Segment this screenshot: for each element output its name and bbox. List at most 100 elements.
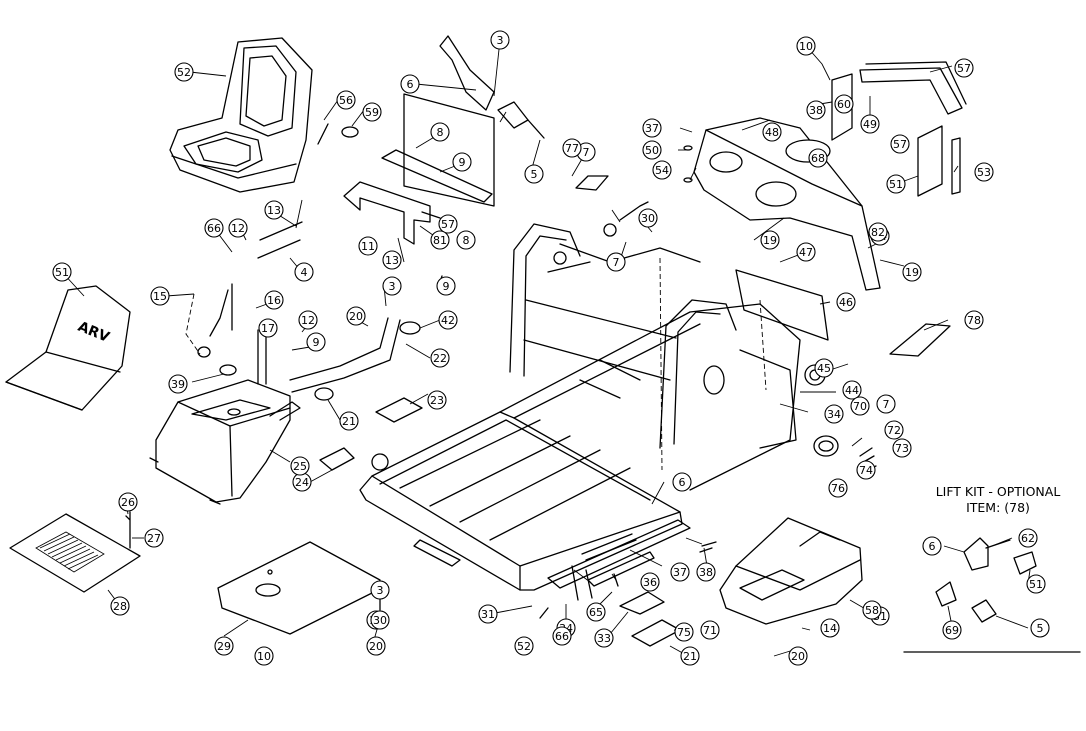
callout-label: 5 [1037,622,1044,635]
callout-57: 57 [954,58,974,78]
callout-label: 7 [883,398,890,411]
callout-75: 75 [674,622,694,642]
callout-27: 27 [144,528,164,548]
callout-57: 57 [438,214,458,234]
callout-29: 29 [214,636,234,656]
callout-74: 74 [856,460,876,480]
callout-label: 76 [831,482,845,495]
callout-21: 21 [339,411,359,431]
rear-body [693,117,881,291]
callout-6: 6 [672,472,692,492]
callout-label: 25 [293,460,307,473]
lift-kit-title: LIFT KIT - OPTIONAL [936,484,1061,499]
callout-label: 38 [699,566,713,579]
callout-label: 75 [677,626,691,639]
callout-label: 57 [441,218,455,231]
lift-kit-inset: LIFT KIT - OPTIONAL ITEM: (78) [903,484,1081,653]
callout-label: 51 [55,266,69,279]
callout-label: 37 [673,566,687,579]
callout-label: 82 [871,226,885,239]
callout-label: 30 [641,212,655,225]
callout-51: 51 [1026,574,1046,594]
callout-24: 24 [292,472,312,492]
callout-label: 57 [957,62,971,75]
callout-10: 10 [254,646,274,666]
callout-label: 66 [555,630,569,643]
seat [169,37,313,193]
callout-label: 6 [929,540,936,553]
callout-70: 70 [850,396,870,416]
callout-label: 74 [859,464,873,477]
chassis-frame [359,223,829,591]
callout-3: 3 [370,580,390,600]
callout-4: 4 [294,262,314,282]
callout-77: 77 [562,138,582,158]
callout-label: 7 [613,256,620,269]
callout-label: 12 [231,222,245,235]
callout-68: 68 [808,148,828,168]
callout-label: 6 [679,476,686,489]
callout-48: 48 [762,122,782,142]
callout-71: 71 [700,620,720,640]
callout-label: 15 [153,290,167,303]
callout-8: 8 [456,230,476,250]
callout-layer: 5152333455666777889991010101112121313141… [52,30,1050,666]
callout-56: 56 [336,90,356,110]
callout-label: 9 [443,280,450,293]
callout-label: 27 [147,532,161,545]
callout-59: 59 [362,102,382,122]
callout-25: 25 [290,456,310,476]
callout-label: 53 [977,166,991,179]
callout-52: 52 [514,636,534,656]
callout-9: 9 [452,152,472,172]
callout-53: 53 [974,162,994,182]
callout-31: 31 [478,604,498,624]
callout-label: 66 [207,222,221,235]
callout-5: 5 [1030,618,1050,638]
callout-label: 21 [683,650,697,663]
callout-38: 38 [696,562,716,582]
callout-label: 59 [365,106,379,119]
callout-22: 22 [430,348,450,368]
callout-6: 6 [922,536,942,556]
callout-label: 52 [517,640,531,653]
callout-label: 51 [889,178,903,191]
callout-label: 56 [339,94,353,107]
callout-label: 52 [177,66,191,79]
callout-30: 30 [370,610,390,630]
callout-label: 16 [267,294,281,307]
callout-50: 50 [642,140,662,160]
callout-label: 60 [837,98,851,111]
callout-label: 44 [845,384,859,397]
callout-label: 30 [373,614,387,627]
callout-label: 62 [1021,532,1035,545]
callout-26: 26 [118,492,138,512]
callout-label: 36 [643,576,657,589]
callout-45: 45 [814,358,834,378]
callout-20: 20 [346,306,366,326]
foot-brace [547,519,691,589]
callout-5: 5 [524,164,544,184]
callout-label: 58 [865,604,879,617]
callout-16: 16 [264,290,284,310]
callout-81: 81 [430,230,450,250]
callout-label: 19 [763,234,777,247]
callout-73: 73 [892,438,912,458]
callout-label: 7 [583,146,590,159]
callout-23: 23 [427,390,447,410]
callout-label: 20 [791,650,805,663]
callout-label: 39 [171,378,185,391]
floor-plate [217,541,381,635]
callout-76: 76 [828,478,848,498]
callout-label: 13 [385,254,399,267]
callout-label: 3 [389,280,396,293]
lift-kit-item: ITEM: (78) [966,500,1030,515]
callout-label: 65 [589,606,603,619]
callout-label: 17 [261,322,275,335]
callout-label: 51 [1029,578,1043,591]
callout-label: 69 [945,624,959,637]
callout-19: 19 [902,262,922,282]
rear-skid [719,517,863,625]
callout-6: 6 [400,74,420,94]
callout-51: 51 [52,262,72,282]
